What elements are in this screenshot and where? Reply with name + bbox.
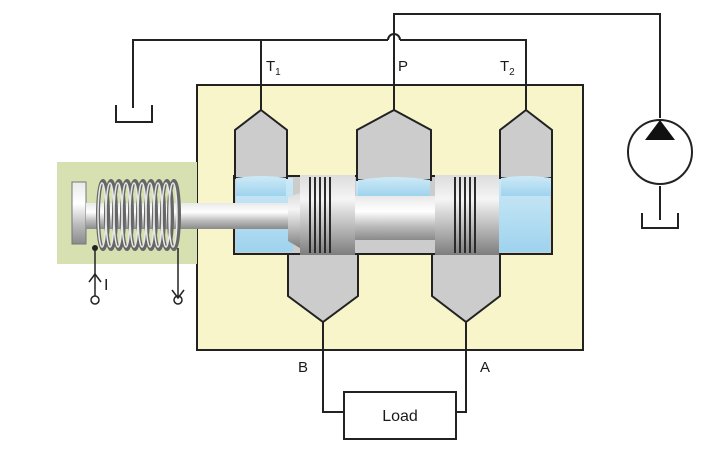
- port-label-b: B: [298, 359, 308, 376]
- port-cavities-bottom: [287, 253, 501, 324]
- port-label-p: P: [398, 58, 408, 75]
- port-cavities-top: [234, 108, 553, 181]
- fluid: [236, 176, 551, 196]
- port-label-t2: T2: [500, 58, 515, 78]
- coil-leads: [88, 248, 185, 305]
- port-label-a: A: [480, 359, 490, 376]
- pump-icon: [627, 119, 693, 185]
- port-label-t1: T1: [266, 58, 281, 78]
- tank-icon: [641, 213, 679, 229]
- load-box: [343, 391, 457, 440]
- spool-icon: [175, 175, 499, 255]
- load-label: Load: [382, 408, 418, 425]
- supply-lines: [132, 13, 661, 220]
- current-label: I: [104, 277, 108, 294]
- solenoid-coil-icon: [71, 179, 181, 251]
- tank-icon: [115, 105, 153, 123]
- load-lines: [322, 322, 467, 413]
